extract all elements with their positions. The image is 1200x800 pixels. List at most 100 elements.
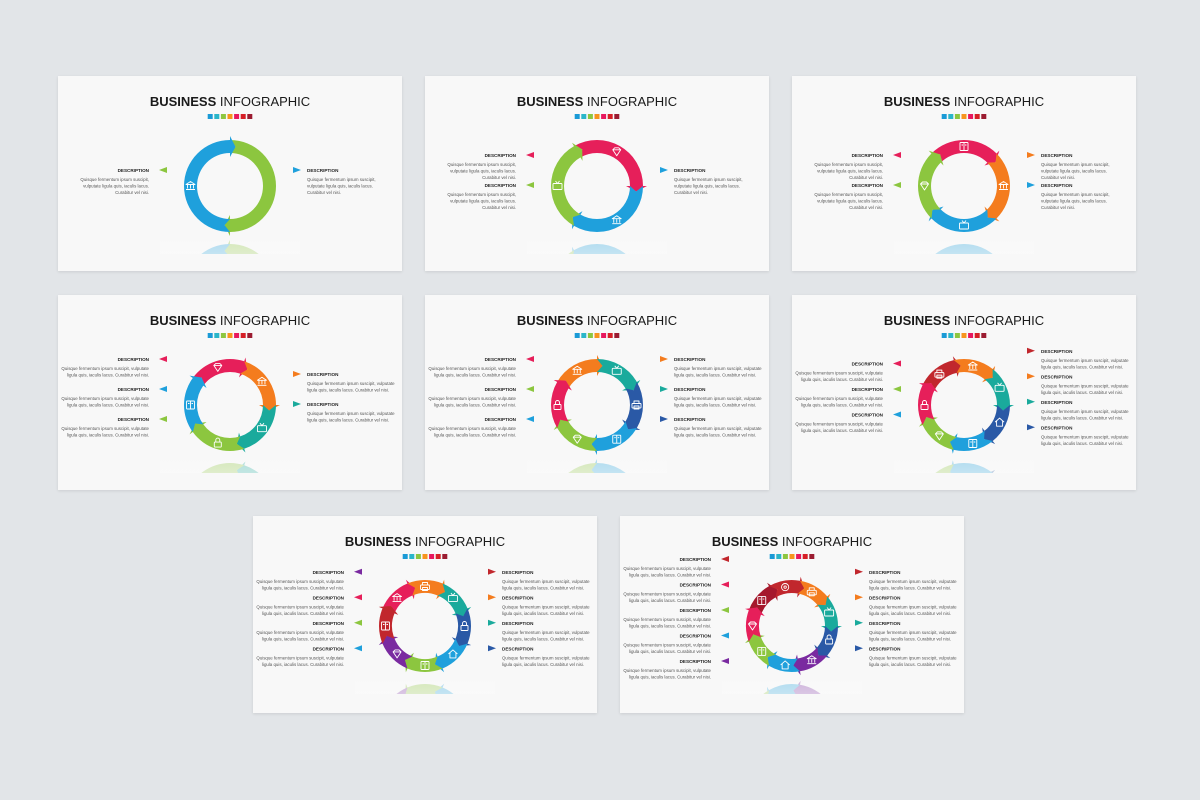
cycle-segment-orange bbox=[953, 358, 996, 383]
description-heading: DESCRIPTION bbox=[680, 557, 712, 562]
book-icon bbox=[757, 596, 767, 606]
palette-swatch bbox=[601, 333, 607, 338]
home-icon bbox=[994, 417, 1005, 427]
diamond-icon bbox=[213, 362, 223, 372]
bank-icon bbox=[185, 181, 196, 190]
palette-swatch bbox=[954, 114, 960, 119]
description-heading: DESCRIPTION bbox=[1041, 349, 1073, 354]
pointer-marker bbox=[159, 386, 167, 392]
description-text: ligula quis, iaculis lacus. Curabitur ve… bbox=[262, 611, 344, 616]
pointer-marker bbox=[159, 416, 167, 422]
cycle-segment-teal bbox=[817, 596, 842, 632]
description-text: Quisque fermentum ipsum suscipit, vulput… bbox=[623, 566, 711, 571]
pointer-marker bbox=[526, 416, 534, 422]
description-text: Quisque fermentum ipsum suscipit, vulput… bbox=[1041, 434, 1129, 439]
description-heading: DESCRIPTION bbox=[1041, 374, 1073, 379]
description-heading: DESCRIPTION bbox=[313, 570, 345, 575]
description-text: vulputate ligula quis, iaculis lacus. bbox=[817, 169, 883, 174]
lock-icon bbox=[553, 400, 562, 410]
description-text: Quisque fermentum ipsum suscipit, vulput… bbox=[869, 630, 957, 635]
palette-swatch bbox=[614, 333, 620, 338]
description-text: Quisque fermentum ipsum suscipit, vulput… bbox=[502, 579, 590, 584]
palette-swatch bbox=[587, 114, 593, 119]
description-text: Quisque fermentum ipsum suscipit, vulput… bbox=[61, 396, 149, 401]
description-text: Quisque fermentum ipsum suscipit, vulput… bbox=[502, 630, 590, 635]
lock-icon bbox=[920, 400, 929, 410]
pointer-marker bbox=[855, 594, 863, 601]
description-heading: DESCRIPTION bbox=[118, 417, 150, 422]
lock-icon bbox=[213, 437, 222, 448]
cycle-segment-teal bbox=[437, 583, 472, 617]
description-text: Quisque fermentum ipsum suscipit, bbox=[1041, 162, 1110, 167]
palette-swatch bbox=[240, 114, 246, 119]
cycle-segment-orange bbox=[240, 361, 280, 411]
cycle-segment-red bbox=[745, 607, 765, 642]
pointer-marker bbox=[488, 645, 496, 652]
book-icon bbox=[757, 646, 767, 656]
description-heading: DESCRIPTION bbox=[674, 357, 706, 362]
palette-swatch bbox=[574, 114, 580, 119]
diamond-icon bbox=[392, 649, 402, 659]
cycle-segment-blue bbox=[591, 421, 637, 455]
description-text: Quisque fermentum ipsum suscipit, vulput… bbox=[623, 668, 711, 673]
description-text: ligula quis, iaculis lacus. Curabitur ve… bbox=[801, 403, 883, 408]
description-text: Curabitur vel nisi. bbox=[307, 190, 341, 195]
description-heading: DESCRIPTION bbox=[674, 168, 706, 173]
description-text: ligula quis, iaculis lacus. Curabitur ve… bbox=[674, 433, 756, 438]
palette-swatch bbox=[601, 114, 607, 119]
diamond-icon bbox=[748, 621, 757, 631]
pointer-marker bbox=[354, 619, 362, 626]
palette-swatch bbox=[809, 554, 815, 559]
palette-swatch bbox=[402, 554, 408, 559]
palette-swatch bbox=[240, 333, 246, 338]
pointer-marker bbox=[721, 658, 729, 664]
lock-icon bbox=[460, 621, 469, 631]
description-heading: DESCRIPTION bbox=[485, 183, 517, 188]
description-text: Quisque fermentum ipsum suscipit, vulput… bbox=[1041, 409, 1129, 414]
description-text: ligula quis, iaculis lacus. Curabitur ve… bbox=[502, 585, 584, 590]
description-text: ligula quis, iaculis lacus. Curabitur ve… bbox=[869, 611, 951, 616]
cycle-segment-navy bbox=[814, 626, 838, 659]
palette-swatch bbox=[948, 333, 954, 338]
palette-swatch bbox=[581, 114, 587, 119]
tv-icon bbox=[611, 365, 622, 375]
palette-swatch bbox=[220, 333, 226, 338]
cycle-segment-navy bbox=[982, 405, 1010, 445]
tv-icon bbox=[994, 382, 1005, 392]
description-heading: DESCRIPTION bbox=[485, 417, 517, 422]
home-icon bbox=[780, 660, 790, 670]
print-icon bbox=[631, 400, 642, 410]
description-heading: DESCRIPTION bbox=[869, 570, 901, 575]
cycle-segment-darkred bbox=[378, 605, 399, 644]
description-text: ligula quis, iaculis lacus. Curabitur ve… bbox=[629, 649, 711, 654]
palette-swatch bbox=[442, 554, 448, 559]
description-text: vulputate ligula quis, iaculis lacus. bbox=[674, 184, 740, 189]
palette-swatch bbox=[789, 554, 795, 559]
description-text: ligula quis, iaculis lacus. Curabitur ve… bbox=[434, 403, 516, 408]
pointer-marker bbox=[721, 581, 729, 588]
cycle-segment-green bbox=[404, 652, 443, 673]
description-text: ligula quis, iaculis lacus. Curabitur ve… bbox=[869, 585, 951, 590]
palette-swatch bbox=[941, 333, 947, 338]
description-text: Curabitur vel nisi. bbox=[1041, 205, 1075, 210]
pointer-marker bbox=[893, 411, 901, 418]
palette-swatch bbox=[941, 114, 947, 119]
palette-swatch bbox=[607, 333, 613, 338]
cycle-segment-green bbox=[550, 142, 583, 226]
palette-swatch bbox=[968, 114, 974, 119]
description-text: ligula quis, iaculis lacus. Curabitur ve… bbox=[262, 662, 344, 667]
pointer-marker bbox=[354, 594, 362, 601]
